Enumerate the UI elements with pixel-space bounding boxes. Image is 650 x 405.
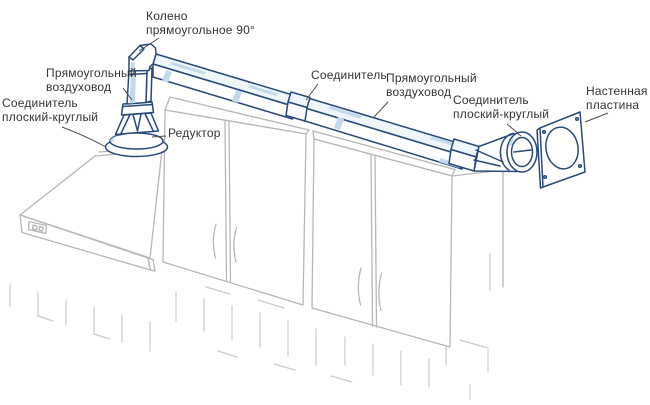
label-connector-flat-round-right: Соединитель плоский-круглый bbox=[453, 93, 550, 121]
label-connector-flat-round-left: Соединитель плоский-круглый bbox=[2, 96, 99, 124]
cabinet-side-panel bbox=[451, 169, 504, 288]
label-reducer: Редуктор bbox=[168, 126, 221, 140]
range-hood bbox=[19, 146, 163, 272]
horizontal-duct-right bbox=[304, 97, 469, 170]
elbow-90 bbox=[128, 43, 157, 72]
kitchen-cabinets bbox=[162, 96, 504, 348]
cabinet-handle bbox=[233, 226, 238, 263]
cabinet-handle bbox=[357, 267, 362, 306]
cabinet-handle bbox=[212, 223, 217, 259]
cabinet-left-front bbox=[162, 109, 307, 306]
label-duct-right: Прямоугольный воздуховод bbox=[386, 71, 477, 99]
cabinet-handle bbox=[378, 272, 383, 312]
vertical-duct bbox=[120, 67, 155, 116]
leader-lines bbox=[61, 37, 609, 148]
cabinet-right-front bbox=[311, 138, 453, 348]
flat-round-connector-left bbox=[104, 112, 169, 158]
hood-control-panel bbox=[27, 220, 48, 235]
flat-round-connector-right bbox=[448, 131, 538, 173]
label-duct-left: Прямоугольный воздуховод bbox=[46, 66, 137, 94]
duct-connector-sleeve bbox=[285, 91, 311, 122]
flange-top bbox=[109, 132, 164, 150]
wall-plate bbox=[536, 111, 586, 189]
label-elbow: Колено прямоугольное 90° bbox=[146, 9, 255, 37]
label-wall-plate: Настенная пластина bbox=[586, 84, 648, 112]
wall-plate-hole bbox=[545, 126, 579, 170]
label-connector-mid: Соединитель bbox=[311, 68, 387, 82]
